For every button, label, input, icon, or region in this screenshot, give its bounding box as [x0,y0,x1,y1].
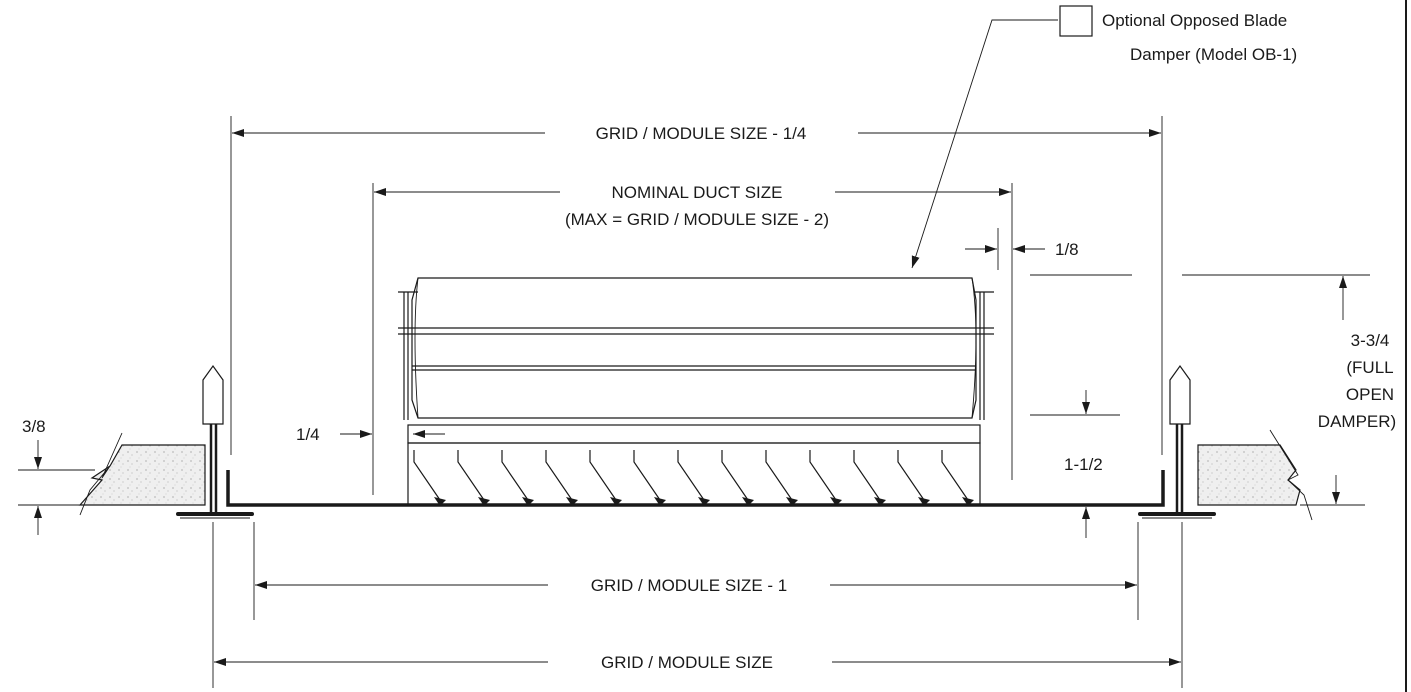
callout-checkbox [1059,5,1093,37]
dim-full-open-line2: (FULL [1346,358,1393,377]
extension-lines [18,116,1370,688]
damper-callout: Optional Opposed Blade Damper (Model OB-… [911,5,1297,269]
dim-one-half-label: 1-1/2 [1064,455,1103,474]
dim-grid-minus-quarter-label: GRID / MODULE SIZE - 1/4 [596,124,807,143]
left-ceiling-tile [78,432,206,516]
dim-eighth: 1/8 [965,240,1079,259]
right-ceiling-tile [1197,429,1313,521]
dim-nominal-duct-max-label: (MAX = GRID / MODULE SIZE - 2) [565,210,829,229]
dim-three-eighths-label: 3/8 [22,417,46,436]
dim-full-open-line1: 3-3/4 [1351,331,1390,350]
callout-line1: Optional Opposed Blade [1102,11,1287,30]
dim-grid-minus-one-label: GRID / MODULE SIZE - 1 [591,576,787,595]
dim-nominal-duct: NOMINAL DUCT SIZE (MAX = GRID / MODULE S… [374,183,1011,229]
dim-grid-minus-one: GRID / MODULE SIZE - 1 [255,576,1137,595]
dim-grid-minus-quarter: GRID / MODULE SIZE - 1/4 [232,124,1161,143]
louver-blades [413,450,974,506]
callout-line2: Damper (Model OB-1) [1130,45,1297,64]
dim-grid-label: GRID / MODULE SIZE [601,653,773,672]
callout-leader [911,19,1058,269]
dim-one-half: 1-1/2 [1064,390,1103,538]
dim-full-open-line4: DAMPER) [1318,412,1396,431]
dim-three-eighths: 3/8 [22,417,46,535]
dim-quarter: 1/4 [296,425,445,444]
left-t-bar [176,364,254,519]
dim-grid: GRID / MODULE SIZE [214,653,1181,672]
dim-quarter-label: 1/4 [296,425,320,444]
dim-nominal-duct-label: NOMINAL DUCT SIZE [612,183,783,202]
dim-full-open-line3: OPEN [1346,385,1394,404]
dim-eighth-label: 1/8 [1055,240,1079,259]
dim-full-open: 3-3/4 (FULL OPEN DAMPER) [1318,276,1396,504]
opposed-blade-damper [398,277,994,506]
right-t-bar [1138,364,1216,519]
